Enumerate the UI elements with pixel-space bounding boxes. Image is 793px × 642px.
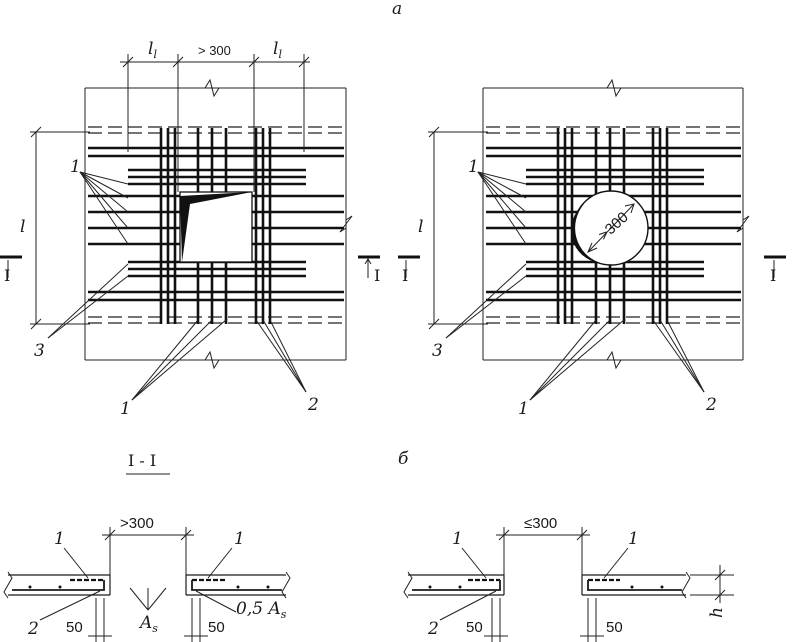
sec-left-50b: 50	[208, 619, 225, 636]
section-mark-right-plan-left: I	[402, 266, 408, 285]
leaders-marker-3-left	[47, 263, 129, 339]
sec-right-span: ≤300	[524, 515, 557, 532]
dim-li-left-1: ll	[148, 39, 157, 61]
sec-left-50a: 50	[66, 619, 83, 636]
right-section	[403, 527, 734, 642]
sec-left-marker-2: 2	[27, 619, 39, 639]
leaders-marker-1-left	[79, 171, 129, 245]
dim-gap-gt-300: > 300	[198, 43, 231, 58]
square-opening	[179, 191, 253, 263]
section-mark-left-outer	[0, 255, 22, 278]
right-plan-view: >300 l I I 1	[398, 78, 786, 419]
marker-1-left-top: 1	[70, 157, 81, 177]
section-mark-right-plan-outer-right	[764, 255, 786, 278]
section-mark-right-plan-right: I	[770, 266, 776, 285]
view-a-label: а	[392, 0, 402, 19]
left-plan-view: ll > 300 ll l I I	[0, 39, 380, 419]
sec-left-marker-1a: 1	[54, 529, 65, 549]
leaders-marker-3-right	[445, 263, 527, 339]
marker-1-left-bottom: 1	[120, 399, 131, 419]
side-dimension-left	[30, 126, 90, 330]
sec-left-marker-1b: 1	[234, 529, 245, 549]
marker-1-right-top: 1	[468, 157, 479, 177]
side-dimension-right	[428, 126, 488, 330]
dashed-bars-right	[486, 126, 741, 324]
section-mark-right-plan-outer-left	[398, 255, 420, 278]
marker-3-right: 3	[432, 341, 443, 361]
section-mark-right-outer	[358, 255, 380, 278]
dim-l-left: l	[20, 217, 25, 237]
sec-right-marker-1a: 1	[452, 529, 463, 549]
section-title: I - I	[128, 451, 156, 470]
section-mark-right: I	[374, 266, 380, 285]
section-mark-left: I	[4, 266, 10, 285]
dim-l-right: l	[418, 217, 423, 237]
leaders-marker-1-bottom-left	[131, 319, 227, 401]
leaders-marker-2-right	[652, 319, 705, 393]
half-as-label: 0,5 As	[236, 599, 287, 621]
sec-right-marker-2: 2	[427, 619, 439, 639]
marker-3-left: 3	[34, 341, 45, 361]
leaders-marker-2-left	[255, 319, 307, 393]
h-label: h	[707, 607, 727, 618]
left-section	[3, 527, 291, 642]
sec-left-span: >300	[120, 515, 154, 532]
as-label: As	[138, 613, 158, 635]
dashed-bars-left	[88, 126, 344, 324]
sec-right-marker-1b: 1	[628, 529, 639, 549]
leaders-marker-1-bottom-right	[529, 319, 625, 401]
leaders-marker-1-right	[477, 171, 527, 245]
marker-2-left: 2	[307, 395, 319, 415]
marker-2-right: 2	[705, 395, 717, 415]
dim-li-left-2: ll	[273, 39, 282, 61]
top-dimension-left	[120, 54, 310, 192]
sec-right-50a: 50	[466, 619, 483, 636]
sec-right-50b: 50	[606, 619, 623, 636]
view-b-label: б	[398, 449, 409, 469]
marker-1-right-bottom: 1	[518, 399, 529, 419]
